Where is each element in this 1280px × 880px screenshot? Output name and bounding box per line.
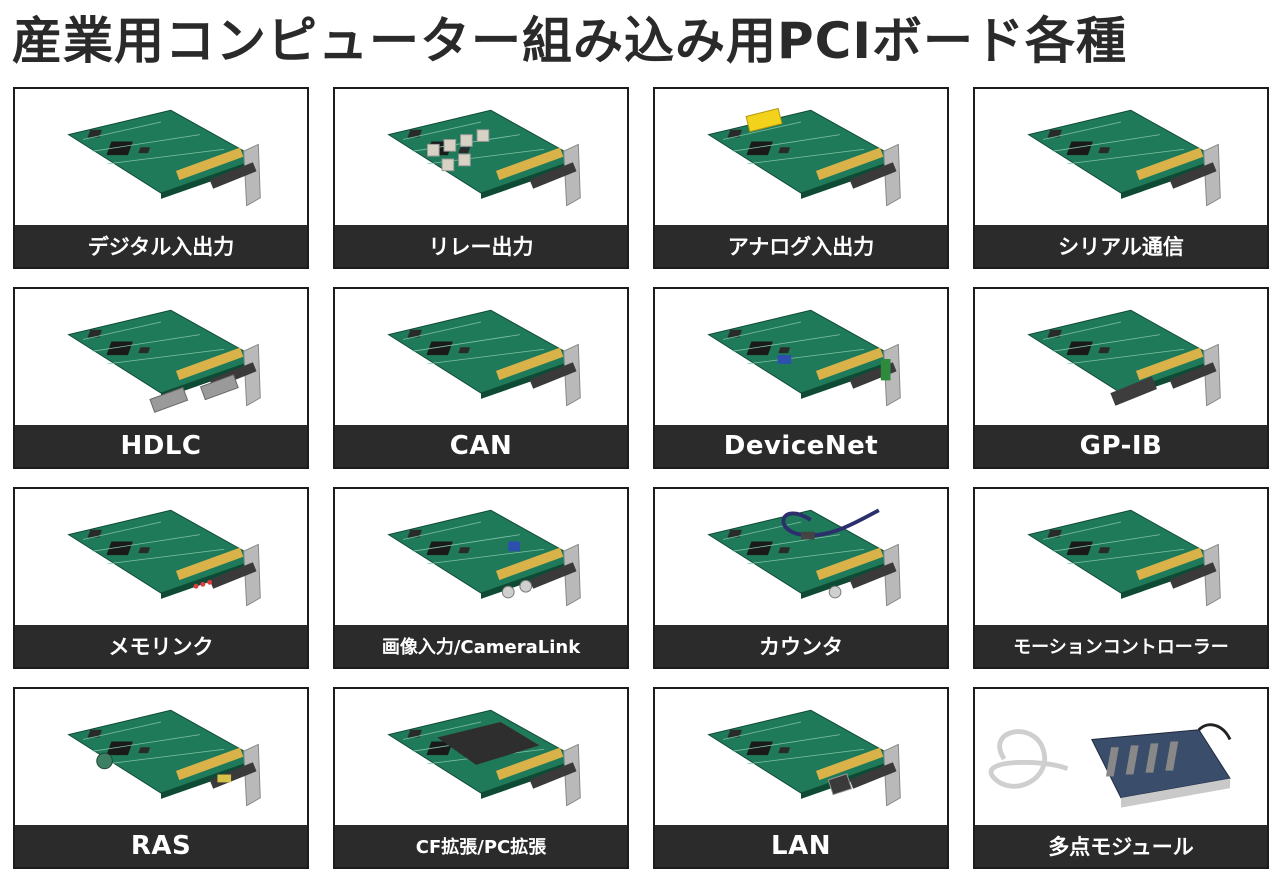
product-label: アナログ入出力 [655,225,947,267]
product-tile-cf-pc-expansion[interactable]: CF拡張/PC拡張 [333,687,629,869]
pci-board-icon [15,89,307,227]
product-label: カウンタ [655,625,947,667]
product-tile-multipoint-module[interactable]: 多点モジュール [973,687,1269,869]
pci-board-icon-drawing [1027,109,1221,207]
product-tile-analog-io[interactable]: アナログ入出力 [653,87,949,269]
relay-board-icon [335,89,627,227]
ras-board-icon [15,689,307,827]
product-tile-gpib[interactable]: GP-IB [973,287,1269,469]
product-label: DeviceNet [655,425,947,467]
devicenet-board-icon [655,289,947,427]
pci-board-icon-drawing [1027,509,1221,607]
product-label: LAN [655,825,947,867]
product-label: リレー出力 [335,225,627,267]
lan-board-icon-drawing [707,709,901,807]
product-tile-can[interactable]: CAN [333,287,629,469]
cf-board-icon [335,689,627,827]
module-unit-cable-icon-drawing [988,723,1232,808]
pci-board-icon-drawing [387,309,581,407]
gpib-board-icon-drawing [1027,309,1221,407]
pci-board-icon [975,89,1267,227]
product-label: モーションコントローラー [975,625,1267,667]
counter-board-cable-icon-drawing [707,508,901,607]
pci-board-icon-drawing [67,109,261,207]
page-title: 産業用コンピューター組み込み用PCIボード各種 [12,12,1127,70]
gpib-board-icon [975,289,1267,427]
product-tile-ras[interactable]: RAS [13,687,309,869]
hdlc-board-icon [15,289,307,427]
product-label: CF拡張/PC拡張 [335,825,627,867]
product-tile-counter[interactable]: カウンタ [653,487,949,669]
pci-board-icon [975,489,1267,627]
product-tile-lan[interactable]: LAN [653,687,949,869]
hdlc-board-icon-drawing [67,309,261,413]
lan-board-icon [655,689,947,827]
cf-board-icon-drawing [387,709,581,807]
product-tile-image-input[interactable]: 画像入力/CameraLink [333,487,629,669]
product-label: RAS [15,825,307,867]
ras-board-icon-drawing [67,709,261,807]
product-tile-serial[interactable]: シリアル通信 [973,87,1269,269]
relay-board-icon-drawing [387,109,581,207]
product-grid: デジタル入出力 リレー出力 アナログ入出力 シリアル通信 HDLC CAN De… [13,87,1269,872]
product-tile-memolink[interactable]: メモリンク [13,487,309,669]
camera-board-icon [335,489,627,627]
product-label: 多点モジュール [975,825,1267,867]
product-label: 画像入力/CameraLink [335,625,627,667]
product-tile-devicenet[interactable]: DeviceNet [653,287,949,469]
analog-board-icon [655,89,947,227]
product-tile-digital-io[interactable]: デジタル入出力 [13,87,309,269]
product-label: HDLC [15,425,307,467]
product-label: デジタル入出力 [15,225,307,267]
devicenet-board-icon-drawing [707,309,901,407]
product-tile-relay-output[interactable]: リレー出力 [333,87,629,269]
analog-board-icon-drawing [707,107,901,207]
product-tile-motion-controller[interactable]: モーションコントローラー [973,487,1269,669]
memolink-board-icon-drawing [67,509,261,607]
counter-board-cable-icon [655,489,947,627]
product-label: CAN [335,425,627,467]
camera-board-icon-drawing [387,509,581,607]
pci-board-icon [335,289,627,427]
product-label: メモリンク [15,625,307,667]
memolink-board-icon [15,489,307,627]
module-unit-cable-icon [975,689,1267,827]
product-label: GP-IB [975,425,1267,467]
product-tile-hdlc[interactable]: HDLC [13,287,309,469]
product-label: シリアル通信 [975,225,1267,267]
